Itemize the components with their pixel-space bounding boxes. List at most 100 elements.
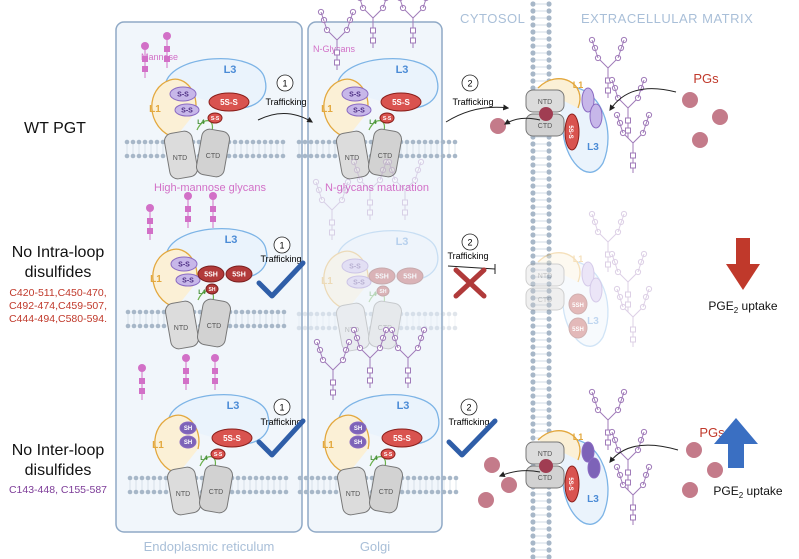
lipid-head: [321, 475, 327, 481]
glycan-branch: [611, 431, 619, 451]
lipid-head: [546, 162, 552, 168]
lipid-head: [546, 344, 552, 350]
lipid-head: [530, 372, 536, 378]
lipid-head: [332, 311, 338, 317]
intra-loop-bond-label: 5SH: [572, 327, 584, 333]
lipid-head: [530, 8, 536, 14]
glycan-branch: [616, 288, 624, 308]
lipid-head: [416, 311, 422, 317]
lipid-head: [277, 475, 283, 481]
lipid-head: [160, 153, 166, 159]
lipid-head: [398, 311, 404, 317]
pg-substrate: [682, 92, 698, 108]
lipid-head: [530, 78, 536, 84]
lipid-head: [281, 323, 287, 329]
lipid-head: [127, 489, 133, 495]
lipid-head: [259, 489, 265, 495]
lipid-head: [546, 288, 552, 294]
glycan-branch: [346, 11, 354, 31]
pg-substrate: [490, 118, 506, 134]
glycan: [317, 8, 357, 70]
ctd-label: CTD: [378, 153, 392, 160]
lipid-head: [163, 489, 169, 495]
lipid-head: [546, 323, 552, 329]
ntd-label: NTD: [176, 491, 190, 498]
lipid-head: [546, 358, 552, 364]
glycan-branch: [379, 161, 387, 181]
lipid-head: [250, 153, 256, 159]
lipid-head: [530, 50, 536, 56]
lipid-head: [151, 489, 157, 495]
ntd-label: NTD: [538, 273, 552, 280]
lipid-head: [530, 554, 536, 559]
intra-loop-bond-label: 5SH: [375, 274, 389, 281]
lipid-head: [362, 325, 368, 331]
lipid-head: [297, 475, 303, 481]
lipid-head: [452, 311, 458, 317]
glycan-branch: [642, 288, 650, 308]
intra-loop-bond-label: 5S-S: [393, 434, 411, 443]
step-label: Trafficking: [260, 254, 301, 264]
glycan-node: [414, 166, 422, 174]
uptake-up-arrow-icon: [714, 418, 758, 468]
glycan: [608, 76, 648, 138]
lipid-head: [277, 489, 283, 495]
pg-substrate: [682, 482, 698, 498]
glycan: [613, 111, 653, 173]
lipid-head: [320, 311, 326, 317]
glycan-node: [608, 250, 616, 258]
lipid-head: [133, 489, 139, 495]
l4-label: L4: [197, 119, 205, 126]
lipid-head: [546, 141, 552, 147]
lipid-head: [308, 325, 314, 331]
inter-mutation-line: C143-448, C155-587: [9, 484, 107, 496]
glycan-node: [405, 367, 411, 374]
lipid-head: [546, 379, 552, 385]
lipid-head: [546, 414, 552, 420]
step-number: 1: [279, 241, 284, 251]
l3-label: L3: [227, 400, 240, 412]
glycan-node: [312, 178, 320, 186]
glycan: [385, 158, 425, 220]
inter-loop-bond-label: SH: [184, 440, 192, 446]
lipid-head: [530, 351, 536, 357]
lipid-head: [441, 475, 447, 481]
intra-loop-bond: [376, 285, 390, 297]
glycan-branch: [616, 466, 624, 486]
glycan-node: [212, 368, 218, 374]
intra-loop-bond-label: S-S: [211, 116, 220, 122]
lipid-head: [530, 533, 536, 539]
lipid-head: [302, 139, 308, 145]
lipid-head: [530, 239, 536, 245]
inter-loop-bond-label: SH: [354, 440, 362, 446]
lipid-head: [530, 43, 536, 49]
step-label: Trafficking: [447, 251, 488, 261]
lipid-head: [530, 547, 536, 553]
glycan: [613, 463, 653, 525]
glycan-node: [334, 59, 340, 66]
lipid-head: [546, 533, 552, 539]
lipid-head: [326, 139, 332, 145]
lipid-head: [546, 547, 552, 553]
pg-substrate: [712, 109, 728, 125]
intra-loop-bond: [568, 293, 588, 315]
lipid-head: [546, 274, 552, 280]
lipid-head: [320, 139, 326, 145]
lipid-head: [546, 309, 552, 315]
lipid-head: [386, 311, 392, 317]
ntd-label: NTD: [174, 325, 188, 332]
lipid-head: [154, 139, 160, 145]
inter-row-title-line2: disulfides: [25, 462, 92, 479]
glycan-branch: [637, 431, 645, 451]
lipid-head: [281, 309, 287, 315]
lipid-head: [157, 475, 163, 481]
lipid-head: [244, 139, 250, 145]
lipid-head: [283, 489, 289, 495]
lipid-head: [440, 311, 446, 317]
glycan-node: [141, 42, 149, 50]
lipid-head: [404, 153, 410, 159]
lipid-head: [429, 489, 435, 495]
